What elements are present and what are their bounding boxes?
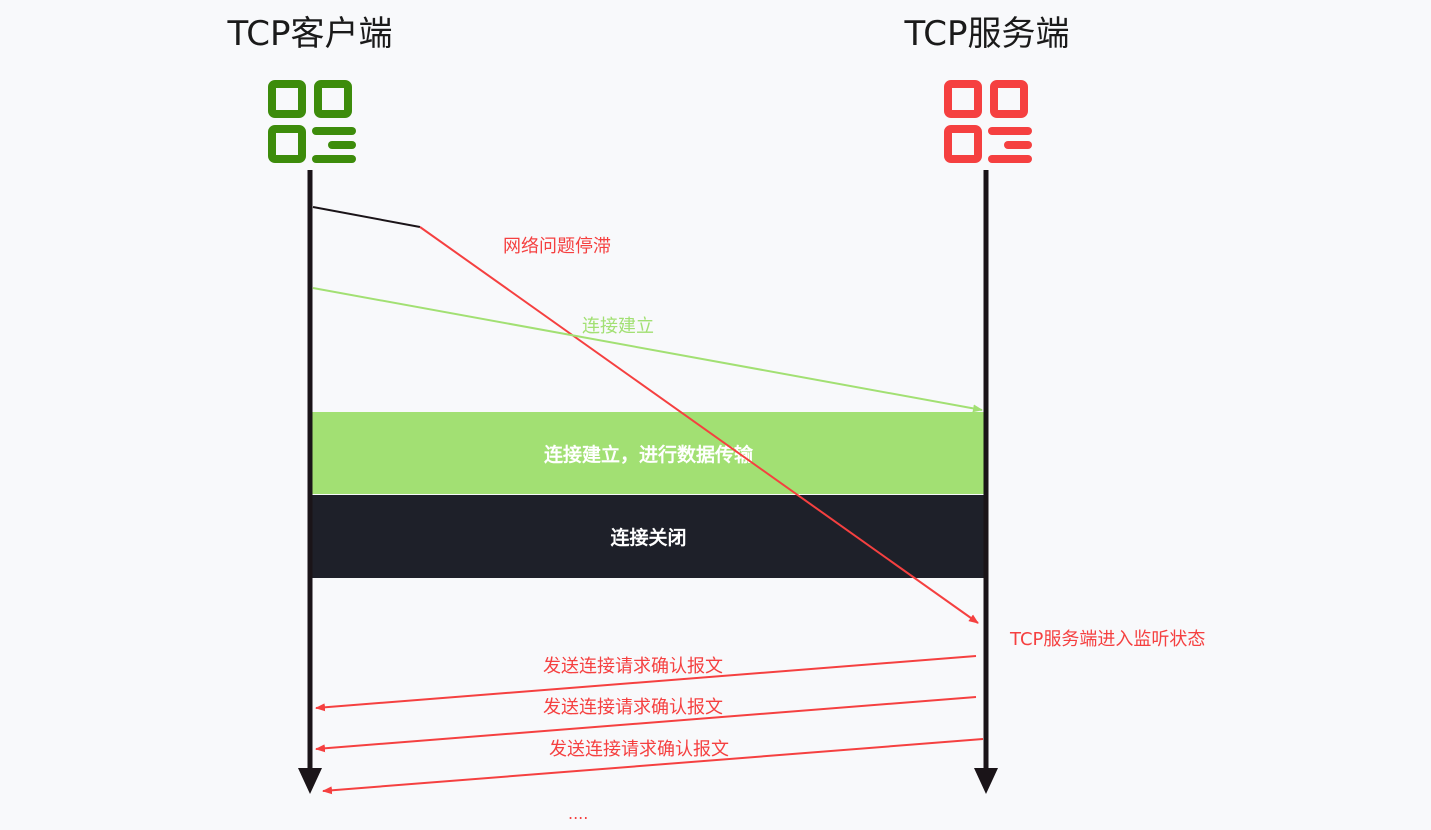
ellipsis-label: .... <box>568 804 589 823</box>
connection-closed-label: 连接关闭 <box>610 527 687 549</box>
server-title: TCP服务端 <box>904 14 1070 54</box>
client-timeline <box>298 170 322 794</box>
server-timeline <box>974 170 998 794</box>
network-stall-label: 网络问题停滞 <box>503 236 611 257</box>
data-transfer-band: 连接建立，进行数据传输 <box>312 412 985 494</box>
delayed-request-arrow <box>312 206 979 624</box>
server-app-icon <box>944 80 1032 163</box>
client-title: TCP客户端 <box>227 14 393 54</box>
connection-closed-band: 连接关闭 <box>312 495 985 578</box>
connect-request-arrow <box>312 287 983 413</box>
ack-label-1: 发送连接请求确认报文 <box>543 656 723 677</box>
ack-arrow-3 <box>322 738 984 795</box>
ack-arrow-1 <box>315 655 977 712</box>
client-app-icon <box>268 80 356 163</box>
server-listen-label: TCP服务端进入监听状态 <box>1010 629 1206 650</box>
connect-label: 连接建立 <box>582 316 654 337</box>
ack-arrow-2 <box>315 696 977 753</box>
ack-label-2: 发送连接请求确认报文 <box>543 697 723 718</box>
ack-label-3: 发送连接请求确认报文 <box>549 739 729 760</box>
data-transfer-label: 连接建立，进行数据传输 <box>543 443 753 466</box>
